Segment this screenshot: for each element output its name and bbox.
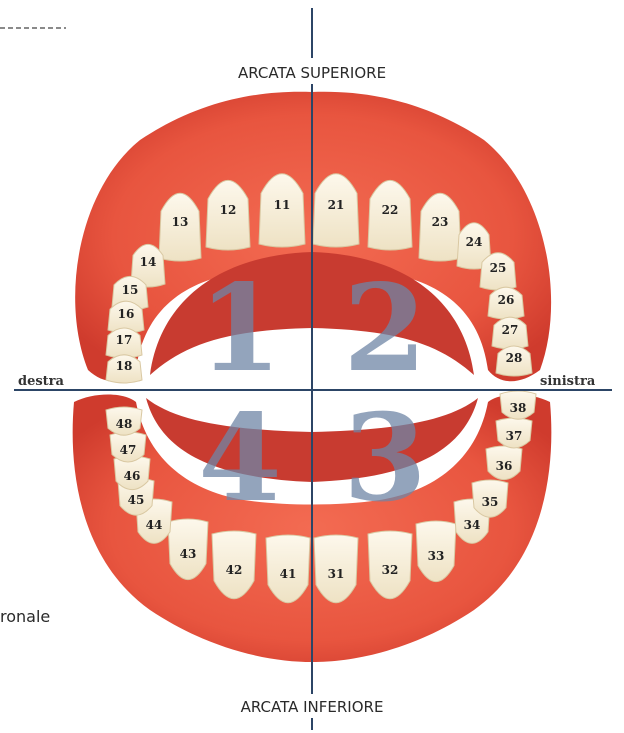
quadrant-number-1: 1 (198, 258, 282, 399)
tooth-number: 35 (482, 495, 499, 509)
tooth-number: 46 (124, 469, 141, 483)
tooth-31: 31 (314, 535, 358, 603)
tooth-number: 16 (118, 307, 135, 321)
tooth-number: 47 (120, 443, 137, 457)
tooth-number: 22 (382, 203, 399, 217)
tooth-number: 21 (328, 198, 345, 212)
tooth-number: 28 (506, 351, 523, 365)
tooth-41: 41 (266, 535, 310, 603)
tooth-28: 28 (496, 346, 532, 376)
tooth-23: 23 (419, 193, 461, 261)
tooth-48: 48 (106, 407, 142, 435)
tooth-18: 18 (106, 355, 142, 383)
tooth-number: 15 (122, 283, 139, 297)
tooth-number: 36 (496, 459, 513, 473)
tooth-number: 33 (428, 549, 445, 563)
quadrant-number-3: 3 (343, 388, 427, 529)
lower-arch-label: ARCATA INFERIORE (241, 698, 384, 716)
cropped-text: ronale (0, 607, 50, 626)
tooth-number: 25 (490, 261, 507, 275)
tooth-21: 21 (313, 174, 359, 247)
tooth-42: 42 (212, 531, 256, 599)
tooth-33: 33 (416, 521, 456, 582)
tooth-37: 37 (496, 418, 532, 448)
tooth-number: 38 (510, 401, 527, 415)
upper-arch-label: ARCATA SUPERIORE (238, 64, 386, 82)
right-side-label: destra (18, 374, 65, 389)
tooth-number: 27 (502, 323, 519, 337)
tooth-number: 45 (128, 493, 145, 507)
tooth-36: 36 (486, 446, 522, 480)
tooth-number: 44 (146, 518, 163, 532)
tooth-number: 26 (498, 293, 515, 307)
tooth-32: 32 (368, 531, 412, 599)
tooth-number: 48 (116, 417, 133, 431)
quadrant-number-4: 4 (198, 388, 282, 529)
tooth-number: 34 (464, 518, 481, 532)
tooth-number: 18 (116, 359, 133, 373)
tooth-number: 43 (180, 547, 197, 561)
tooth-number: 11 (274, 198, 291, 212)
tooth-17: 17 (106, 328, 142, 358)
tooth-number: 31 (328, 567, 345, 581)
tooth-number: 14 (140, 255, 157, 269)
tooth-35: 35 (472, 480, 508, 517)
tooth-38: 38 (500, 391, 536, 419)
tooth-13: 13 (159, 193, 201, 261)
tooth-number: 37 (506, 429, 523, 443)
tooth-22: 22 (368, 180, 412, 250)
left-side-label: sinistra (540, 374, 596, 389)
tooth-number: 23 (432, 215, 449, 229)
tooth-number: 41 (280, 567, 297, 581)
tooth-43: 43 (168, 519, 208, 580)
tooth-25: 25 (480, 253, 516, 290)
tooth-number: 13 (172, 215, 189, 229)
quadrant-number-2: 2 (343, 258, 427, 399)
tooth-number: 42 (226, 563, 243, 577)
tooth-12: 12 (206, 180, 250, 250)
tooth-27: 27 (492, 317, 528, 349)
tooth-number: 17 (116, 333, 133, 347)
tooth-number: 24 (466, 235, 483, 249)
tooth-number: 32 (382, 563, 399, 577)
tooth-47: 47 (110, 432, 146, 462)
tooth-number: 12 (220, 203, 237, 217)
tooth-26: 26 (488, 287, 524, 319)
tooth-11: 11 (259, 174, 305, 247)
